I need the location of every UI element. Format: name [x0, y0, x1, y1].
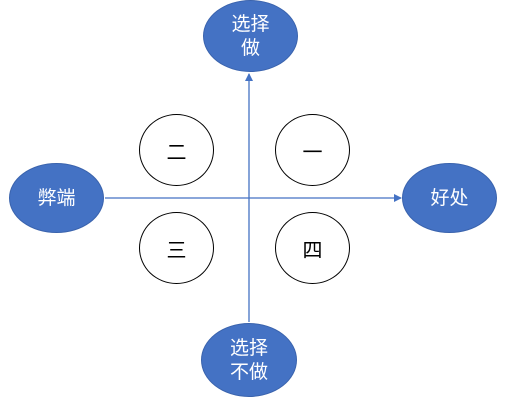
quadrant-four-label: 四: [302, 237, 323, 262]
quadrant-three: 三: [139, 212, 214, 284]
quadrant-four: 四: [275, 212, 350, 284]
node-drawbacks: 弊端: [9, 163, 104, 233]
node-benefits-label: 好处: [430, 187, 469, 209]
quadrant-two: 二: [139, 114, 214, 186]
node-choose-do: 选择 做: [203, 0, 298, 72]
quadrant-two-label: 二: [166, 139, 187, 164]
node-choose-not-do-label: 选择 不做: [229, 337, 268, 383]
node-benefits: 好处: [402, 163, 497, 233]
node-drawbacks-label: 弊端: [37, 187, 76, 209]
node-choose-not-do: 选择 不做: [201, 323, 297, 397]
node-choose-do-label: 选择 做: [231, 13, 270, 59]
quadrant-one-label: 一: [302, 139, 323, 164]
quadrant-three-label: 三: [166, 237, 187, 262]
quadrant-one: 一: [275, 114, 350, 186]
